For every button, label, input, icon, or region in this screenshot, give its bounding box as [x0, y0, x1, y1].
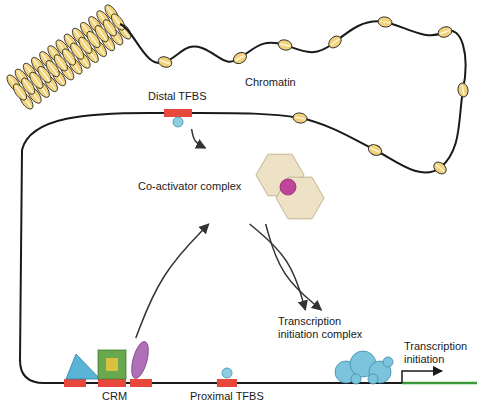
activation-arrow: [136, 224, 209, 338]
nucleosome-band: [280, 44, 290, 47]
nucleosome: [326, 34, 343, 51]
nucleosome-band: [436, 165, 444, 171]
transcription-factor: [66, 354, 100, 379]
polymerase-subunit: [368, 374, 378, 384]
nucleosome: [157, 55, 174, 69]
polymerase-subunit: [383, 357, 393, 367]
binding-site: [217, 379, 237, 387]
nucleosome: [431, 160, 448, 177]
nucleosome: [377, 16, 393, 28]
node-label: Distal TFBS: [148, 90, 206, 103]
nucleosome-disk: [231, 50, 248, 66]
nucleosome: [367, 143, 384, 158]
nucleosome-disk: [431, 160, 448, 177]
binding-site-box: Distal TFBS: [146, 90, 209, 129]
nucleosome-disk: [292, 112, 308, 124]
coactivator-core: [280, 179, 296, 195]
nucleosome-band: [160, 60, 169, 63]
initiation-complex-icon: [328, 342, 396, 384]
nucleosome-disk: [326, 34, 343, 51]
nucleosome: [457, 82, 469, 98]
node-label: CRM: [102, 390, 127, 403]
nucleosome-band: [462, 85, 464, 95]
nucleosome-band: [295, 117, 305, 119]
transcription-start-arrow: [402, 371, 442, 383]
transcription-factor: [173, 117, 183, 127]
nucleosome-band: [331, 39, 339, 45]
transcription-start-label: Transcription initiation: [404, 340, 474, 366]
binding-site: [164, 109, 192, 117]
transcription-factor: [98, 350, 126, 379]
nucleosome-disk: [277, 38, 293, 51]
polymerase-subunit: [351, 374, 361, 384]
transcribed-region: [402, 382, 477, 385]
binding-site: [98, 379, 126, 387]
binding-site-icon: [205, 364, 249, 388]
transcription-factor: [128, 340, 151, 380]
binding-site-icon: [162, 105, 194, 129]
chromatin-fiber: [4, 3, 133, 112]
chromatin-label: Chromatin: [245, 76, 296, 89]
transcription-factor: [222, 368, 232, 378]
nucleosome-disk: [437, 25, 454, 39]
nucleosome-disk: [457, 82, 469, 98]
regulatory-module: CRM: [60, 338, 170, 403]
regulatory-module-icon: [60, 338, 170, 388]
coactivator-subunit: [276, 177, 324, 219]
nucleosome-band: [440, 30, 449, 33]
node-label: Co-activator complex: [138, 180, 241, 193]
nucleosome-disk: [157, 55, 174, 69]
initiation-complex: Transcription initiation complex: [278, 310, 398, 386]
nucleosome: [231, 50, 248, 66]
nucleosome: [292, 112, 308, 124]
dna-strand: [20, 21, 466, 383]
coactivator-complex: Co-activator complex: [138, 148, 328, 224]
nucleosome-disk: [109, 12, 127, 33]
nucleosome-band: [380, 21, 390, 23]
activation-arrow: [250, 224, 306, 310]
activation-arrow: [192, 129, 206, 148]
node-label: Proximal TFBS: [190, 390, 264, 403]
nucleosome-disk: [377, 16, 393, 28]
nucleosome: [109, 12, 127, 33]
binding-site: [64, 379, 86, 387]
nucleosome: [277, 38, 293, 51]
binding-site-box: Proximal TFBS: [188, 364, 266, 403]
node-label: Transcription initiation complex: [278, 315, 378, 341]
activation-arrow: [266, 224, 322, 310]
transcription-factor-core: [106, 358, 118, 371]
nucleosome-band: [370, 148, 379, 152]
coactivator-icon: [250, 148, 328, 224]
binding-site: [130, 379, 152, 387]
nucleosome-band: [236, 56, 245, 61]
nucleosome: [437, 25, 454, 39]
nucleosome-disk: [367, 143, 384, 158]
nucleosome-band: [113, 15, 122, 28]
